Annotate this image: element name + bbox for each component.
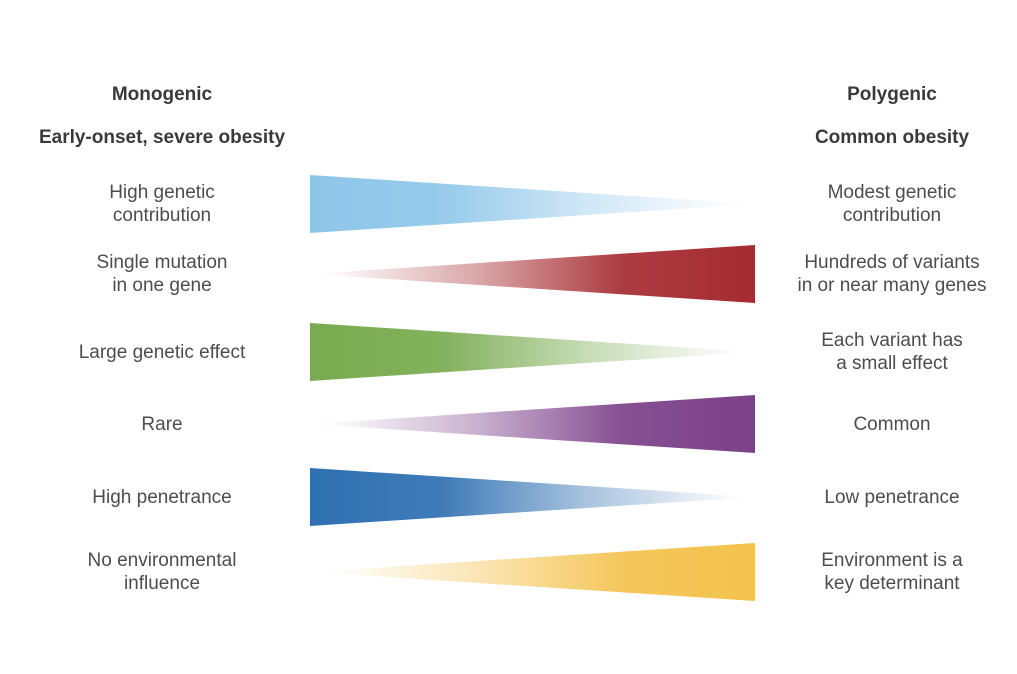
gradient-wedge-icon <box>310 543 755 601</box>
left-label: Rare <box>141 413 183 435</box>
comparison-row: High penetrance Low penetrance <box>0 468 1017 526</box>
comparison-row: Large genetic effect Each variant has a … <box>0 323 1017 381</box>
left-label: Large genetic effect <box>78 341 246 363</box>
left-label: No environmental influence <box>87 550 237 594</box>
comparison-row: No environmental influence Environment i… <box>0 543 1017 601</box>
right-label: Modest genetic contribution <box>827 182 957 226</box>
right-label: Common <box>853 413 931 435</box>
left-label: Single mutation in one gene <box>96 252 228 296</box>
comparison-row: Single mutation in one gene Hundreds of … <box>0 245 1017 303</box>
right-label: Low penetrance <box>824 486 960 508</box>
right-label: Each variant has a small effect <box>821 330 963 374</box>
right-column-title: Polygenic <box>847 84 937 105</box>
comparison-row: High genetic contribution Modest genetic… <box>0 175 1017 233</box>
gradient-wedge-icon <box>310 468 755 526</box>
gradient-wedge-icon <box>310 245 755 303</box>
left-label: High penetrance <box>92 486 232 508</box>
right-label: Hundreds of variants in or near many gen… <box>797 252 987 296</box>
left-label: High genetic contribution <box>109 182 215 226</box>
right-label: Environment is a key determinant <box>821 550 963 594</box>
comparison-row: Rare Common <box>0 395 1017 453</box>
left-column-title: Monogenic <box>111 84 213 105</box>
right-column-subtitle: Common obesity <box>814 127 970 148</box>
gradient-wedge-icon <box>310 175 755 233</box>
gradient-wedge-icon <box>310 323 755 381</box>
left-column-subtitle: Early-onset, severe obesity <box>38 127 286 148</box>
gradient-wedge-icon <box>310 395 755 453</box>
